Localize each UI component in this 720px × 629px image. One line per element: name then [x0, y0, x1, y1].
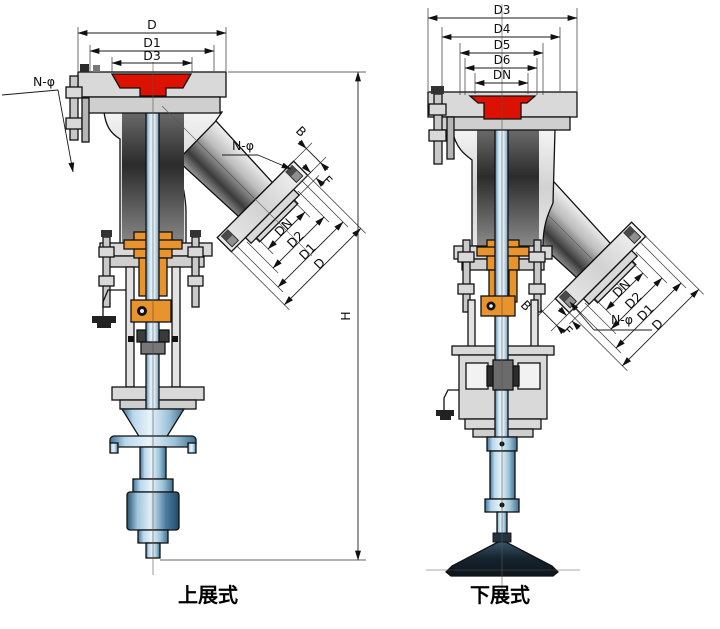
- left-branch-n-phi-label: N-φ: [232, 138, 254, 153]
- right-branch-n-phi-label: N-φ: [611, 312, 633, 327]
- right-dim-d5: D5: [494, 38, 511, 52]
- right-disc-assembly: [426, 436, 580, 577]
- right-dim-d4: D4: [494, 22, 511, 36]
- right-branch-bolt-callout: N-φ: [569, 301, 652, 331]
- left-height-dimension: H: [160, 71, 366, 561]
- left-dim-d1: D1: [143, 35, 161, 50]
- left-dim-d3: D3: [143, 48, 161, 63]
- caption-left: 上展式: [178, 583, 238, 607]
- left-dim-d: D: [147, 17, 157, 32]
- right-valve-figure: B F DN D2 D1 D: [426, 3, 704, 607]
- left-top-dimensions: D D1 D3: [77, 17, 227, 72]
- right-branch-f-label: F: [560, 323, 576, 339]
- left-dim-h: H: [338, 311, 353, 320]
- left-top-flange: [65, 64, 227, 143]
- left-gasket: [110, 73, 193, 97]
- right-guide-block: [480, 295, 516, 317]
- left-guide-block: [130, 299, 172, 323]
- right-dim-d3: D3: [494, 3, 511, 17]
- left-bolt-callout: N-φ: [1, 74, 75, 173]
- right-dim-dn: DN: [493, 68, 511, 82]
- caption-right: 下展式: [470, 583, 530, 607]
- right-top-dimensions: D3 D4 D5 D6 DN: [427, 3, 578, 95]
- left-stem: [145, 83, 160, 441]
- right-gasket: [468, 95, 537, 120]
- left-branch-b-label: B: [293, 123, 310, 140]
- right-branch-d-label: D: [649, 316, 666, 333]
- right-top-flange: [427, 86, 578, 165]
- left-branch-f-label: F: [320, 173, 336, 189]
- left-valve-figure: B F DN D2 D1 D: [1, 17, 390, 607]
- left-branch-d-label: D: [311, 255, 328, 272]
- left-n-phi-label: N-φ: [33, 74, 55, 89]
- left-branch-bolt-callout: N-φ: [222, 138, 292, 170]
- right-dim-d6: D6: [494, 53, 511, 67]
